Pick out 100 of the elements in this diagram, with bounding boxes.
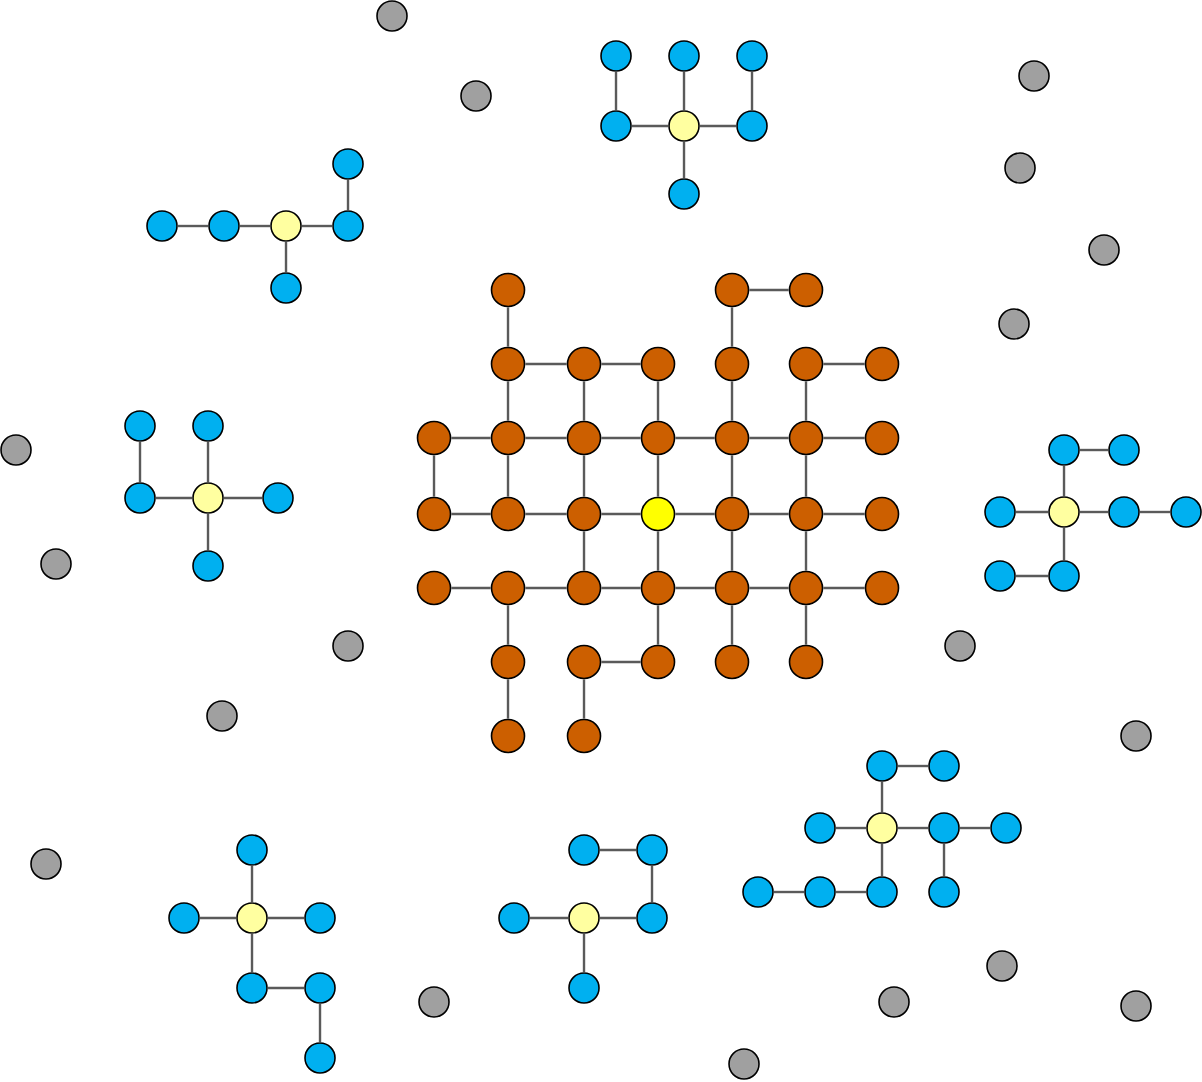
edge-line <box>529 916 569 920</box>
edge-line <box>599 848 637 852</box>
circle-node <box>460 80 492 112</box>
edge-line <box>749 586 789 590</box>
edge-line <box>506 679 510 719</box>
circle-node <box>304 1042 336 1074</box>
circle-node <box>416 570 452 606</box>
edge-line <box>582 933 586 973</box>
edge-line <box>582 381 586 421</box>
edge-line <box>730 605 734 645</box>
edge-line <box>601 436 641 440</box>
edge-line <box>823 436 865 440</box>
edge-line <box>601 512 641 516</box>
edge-line <box>835 890 867 894</box>
circle-node <box>866 876 898 908</box>
circle-node <box>1048 560 1080 592</box>
edge-line <box>451 586 491 590</box>
circle-node <box>1170 496 1202 528</box>
circle-node <box>304 972 336 1004</box>
circle-node <box>714 496 750 532</box>
circle-node <box>566 718 602 754</box>
edge-line <box>614 71 618 111</box>
circle-node <box>864 570 900 606</box>
circle-node <box>124 410 156 442</box>
circle-node <box>668 40 700 72</box>
circle-node <box>984 560 1016 592</box>
circle-node <box>866 750 898 782</box>
edge-line <box>749 512 789 516</box>
edge-line <box>239 224 271 228</box>
edge-line <box>897 764 929 768</box>
circle-node <box>788 346 824 382</box>
edge-line <box>631 124 669 128</box>
circle-node <box>788 496 824 532</box>
circle-node <box>636 902 668 934</box>
edge-line <box>599 916 637 920</box>
circle-node <box>864 496 900 532</box>
edge-line <box>1139 510 1171 514</box>
edge-line <box>730 307 734 347</box>
circle-node <box>600 40 632 72</box>
circle-node <box>168 902 200 934</box>
circle-node <box>418 986 450 1018</box>
circle-node <box>236 902 268 934</box>
edge-line <box>267 986 305 990</box>
edge-line <box>804 381 808 421</box>
circle-node <box>236 834 268 866</box>
circle-node <box>376 0 408 32</box>
circle-node <box>568 972 600 1004</box>
edge-line <box>880 781 884 813</box>
circle-node <box>804 812 836 844</box>
circle-node <box>490 272 526 308</box>
circle-node <box>866 812 898 844</box>
circle-node <box>788 272 824 308</box>
circle-node <box>640 420 676 456</box>
circle-node <box>566 420 602 456</box>
circle-node <box>1108 496 1140 528</box>
circle-node <box>984 496 1016 528</box>
circle-node <box>1004 152 1036 184</box>
circle-node <box>736 40 768 72</box>
edge-line <box>656 381 660 421</box>
circle-node <box>332 148 364 180</box>
circle-node <box>490 718 526 754</box>
edge-line <box>773 890 805 894</box>
circle-node <box>640 570 676 606</box>
edge-line <box>525 586 567 590</box>
edge-line <box>301 224 333 228</box>
edge-line <box>250 865 254 903</box>
edge-line <box>750 71 754 111</box>
circle-node <box>124 482 156 514</box>
circle-node <box>208 210 240 242</box>
edge-line <box>1062 527 1066 561</box>
circle-node <box>1120 720 1152 752</box>
edge-line <box>506 605 510 645</box>
circle-node <box>986 950 1018 982</box>
edge-line <box>1015 510 1049 514</box>
circle-node <box>928 750 960 782</box>
circle-node <box>1048 434 1080 466</box>
edge-line <box>835 826 867 830</box>
circle-node <box>416 496 452 532</box>
edge-line <box>823 362 865 366</box>
circle-node <box>568 834 600 866</box>
circle-node <box>928 812 960 844</box>
edge-line <box>1079 448 1109 452</box>
edge-line <box>506 307 510 347</box>
edge-line <box>730 531 734 571</box>
circle-node <box>714 272 750 308</box>
circle-node <box>944 630 976 662</box>
circle-node <box>788 570 824 606</box>
circle-node <box>490 496 526 532</box>
circle-node <box>262 482 294 514</box>
edge-line <box>155 496 193 500</box>
edge-line <box>346 179 350 211</box>
circle-node <box>490 346 526 382</box>
circle-node <box>568 902 600 934</box>
circle-node <box>1088 234 1120 266</box>
circle-node <box>416 420 452 456</box>
edge-line <box>506 381 510 421</box>
circle-node <box>640 346 676 382</box>
circle-node <box>864 346 900 382</box>
circle-node <box>742 876 774 908</box>
circle-node <box>714 570 750 606</box>
